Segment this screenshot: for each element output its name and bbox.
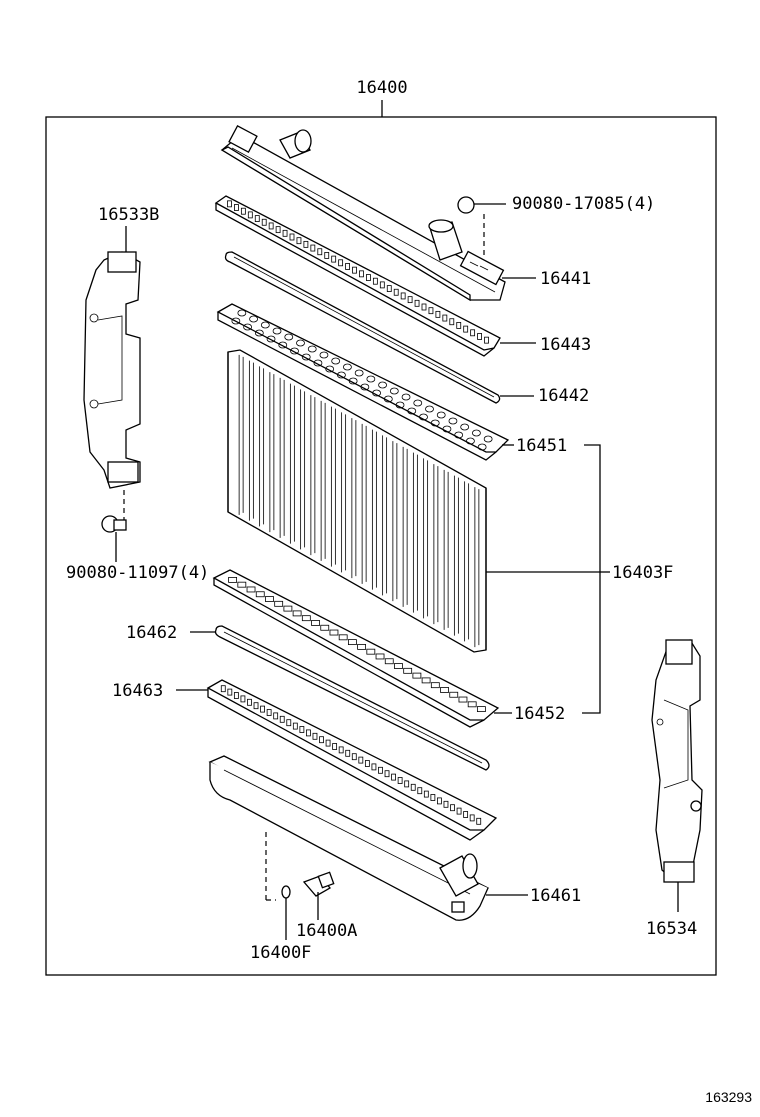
lower-tank-part <box>208 755 489 921</box>
label-bracket-right: 16534 <box>646 919 697 939</box>
label-bracket-left: 16533B <box>98 205 159 225</box>
label-bolt-top: 90080-17085(4) <box>512 194 655 214</box>
label-diagram-id: 163293 <box>705 1089 752 1105</box>
label-bolt-left: 90080-11097(4) <box>66 563 209 583</box>
label-assembly: 16400 <box>356 78 407 98</box>
core-part <box>227 349 487 653</box>
left-bolt-part <box>101 515 127 533</box>
lower-gasket-part <box>214 625 490 771</box>
top-bolt-part <box>457 196 475 214</box>
upper-seat-part <box>216 303 510 461</box>
core-bracket-line <box>582 444 601 714</box>
label-upper-gasket: 16442 <box>538 386 589 406</box>
label-lower-tank: 16461 <box>530 886 581 906</box>
lower-plate-part <box>206 679 498 841</box>
label-core: 16403F <box>612 563 673 583</box>
upper-gasket-part <box>224 251 501 404</box>
label-lower-seat: 16452 <box>514 704 565 724</box>
label-drain-plug: 16400F <box>250 943 311 963</box>
right-bracket-part <box>651 639 703 883</box>
left-bracket-part <box>83 251 141 489</box>
label-upper-plate: 16443 <box>540 335 591 355</box>
lower-seat-part <box>212 569 500 728</box>
upper-tank-part <box>220 125 506 302</box>
upper-plate-part <box>214 195 501 357</box>
label-lower-plate: 16463 <box>112 681 163 701</box>
label-lower-gasket: 16462 <box>126 623 177 643</box>
drain-cock-part <box>302 871 335 897</box>
label-upper-seat: 16451 <box>516 436 567 456</box>
label-drain-cock: 16400A <box>296 921 357 941</box>
assembly-frame <box>45 116 717 976</box>
drain-plug-part <box>281 885 291 899</box>
label-upper-tank: 16441 <box>540 269 591 289</box>
